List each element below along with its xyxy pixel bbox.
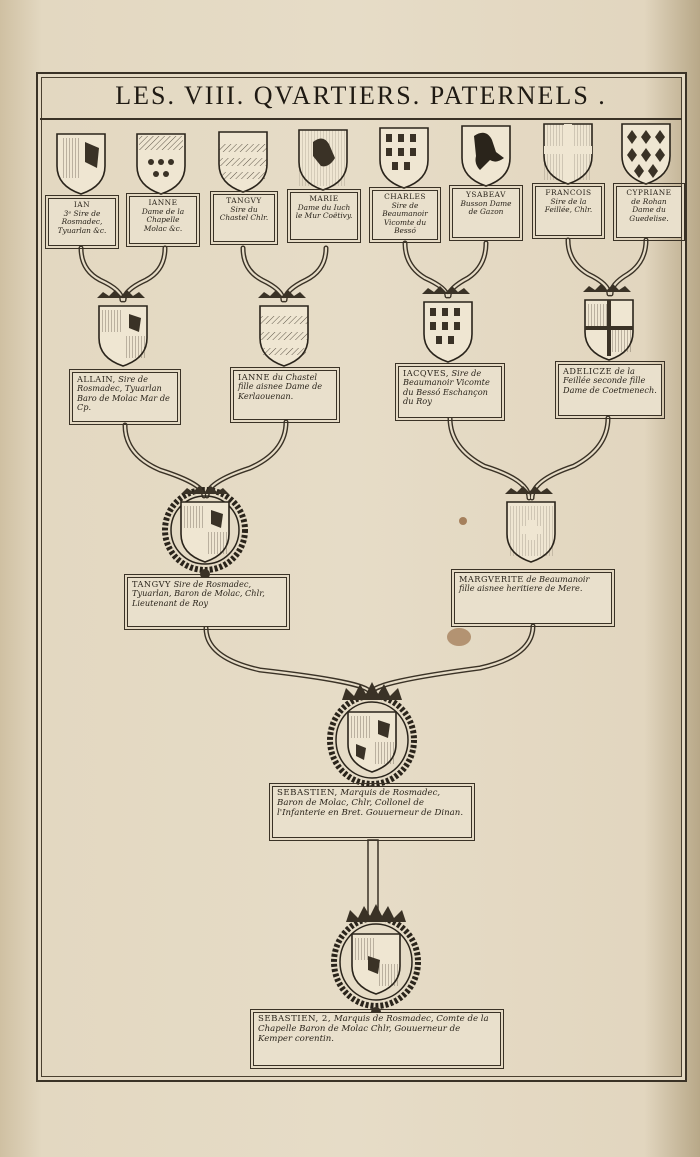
coat-of-arms-tangvy [218,131,268,193]
label-sebastien: SEBASTIEN, Marquis de Rosmadec, Baron de… [269,783,475,841]
coat-of-arms-francois [543,123,593,185]
ink-stain [447,628,471,646]
page-frame [36,72,687,1082]
label-margverite: MARGVERITE de Beaumanoir fille aisnee he… [451,569,615,627]
coat-of-arms-charles [379,127,429,189]
label-sebastien-2: SEBASTIEN, 2, Marquis de Rosmadec, Comte… [250,1009,504,1069]
coat-of-arms-ianne [136,133,186,195]
coat-of-arms-marie [298,129,348,191]
coat-of-arms-ianne-chastel [258,290,309,367]
label-tangvy-rosmadec: TANGVY Sire de Rosmadec, Tyuarlan, Baron… [124,574,290,630]
coat-of-arms-ysabeav [461,125,511,187]
page-title: LES. VIII. QVARTIERS. PATERNELS . [40,74,682,120]
coat-of-arms-sebastien-2 [331,904,421,1017]
label-adelicze: ADELICZE de la Feillée seconde fille Dam… [555,361,665,419]
coat-of-arms-ian [56,133,106,195]
coat-of-arms-tangvy-collar [162,486,248,579]
coat-of-arms-iacqves [422,286,473,363]
coat-of-arms-sebastien [327,682,417,795]
coat-of-arms-cypriane [621,123,671,185]
label-ianne-chastel: IANNE du Chastel fille aisnee Dame de Ke… [230,367,340,423]
label-iacqves: IACQVES, Sire de Beaumanoir Vicomte du B… [395,363,505,421]
coat-of-arms-adelicze [583,284,634,361]
coat-of-arms-allain [97,290,148,367]
coat-of-arms-margverite [505,486,556,563]
label-allain: ALLAIN, Sire de Rosmadec, Tyuarlan Baro … [69,369,181,425]
ink-stain [459,517,467,525]
